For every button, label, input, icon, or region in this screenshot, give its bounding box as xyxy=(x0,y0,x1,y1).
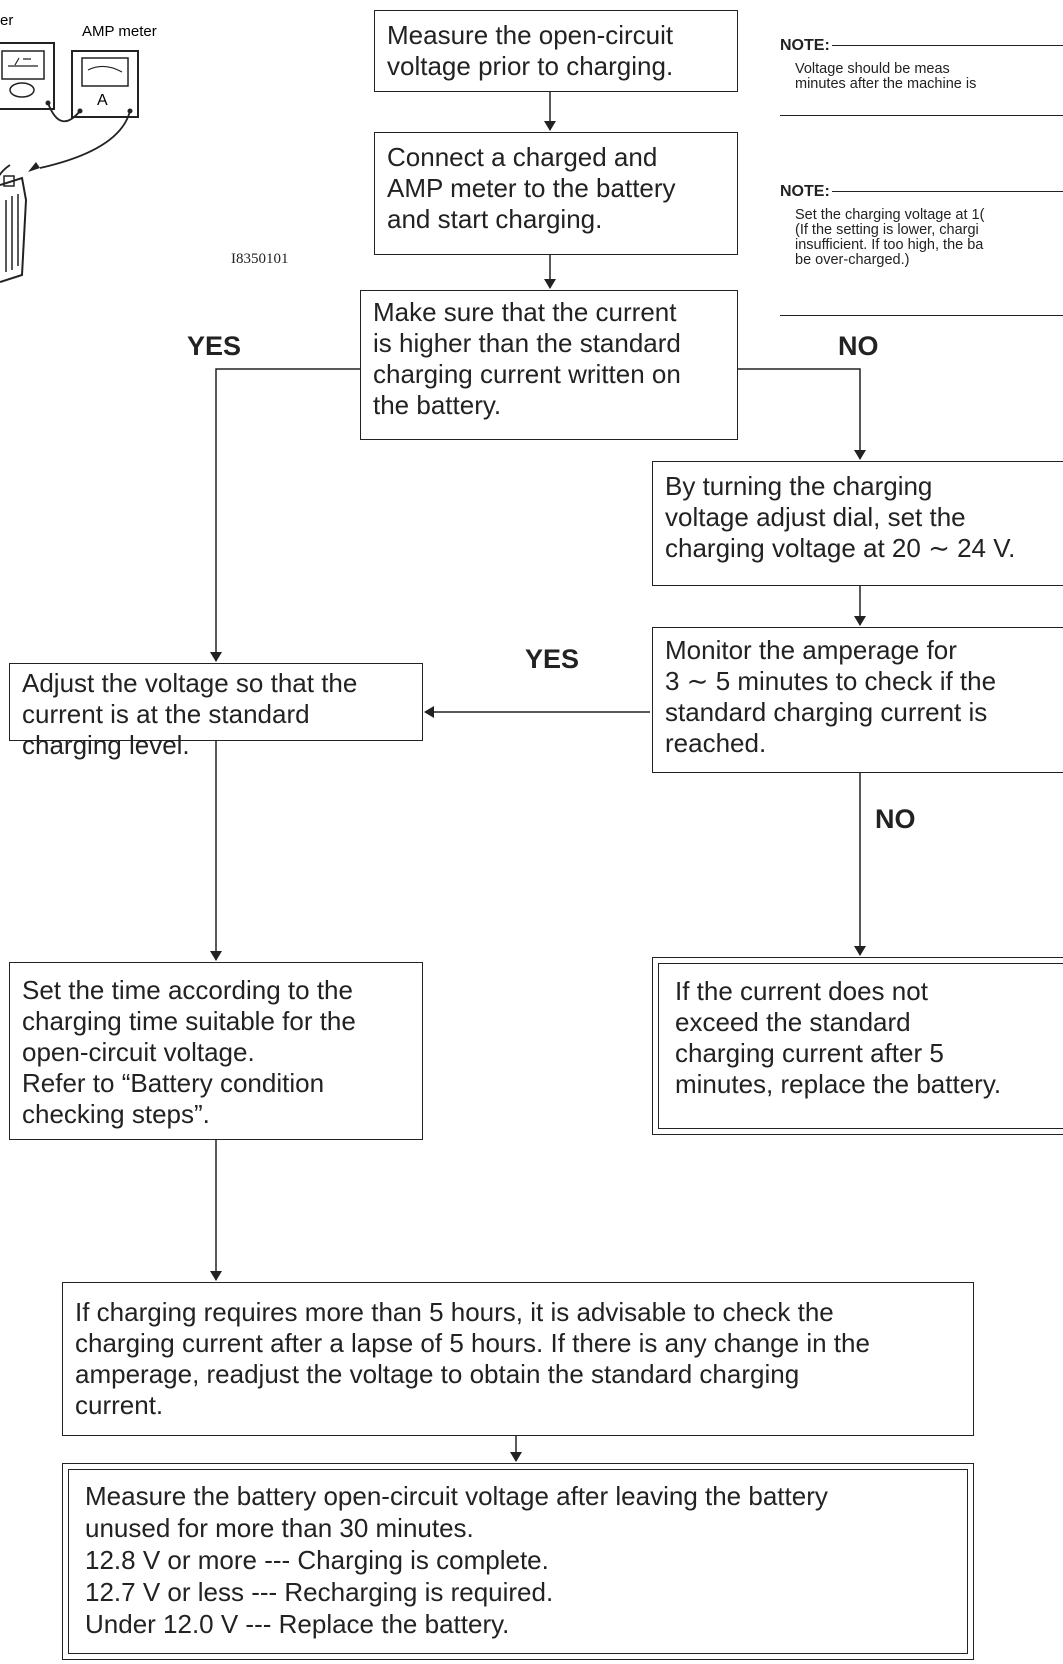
arrow xyxy=(210,368,360,662)
step-measure-ocv: Measure the open-circuit voltage prior t… xyxy=(374,10,738,92)
note-line: Voltage should be meas xyxy=(795,61,950,77)
step-set-time: Set the time according to the charging t… xyxy=(9,962,423,1140)
step-monitor-amperage: Monitor the amperage for 3 ∼ 5 minutes t… xyxy=(652,627,1063,773)
step-turn-dial: By turning the charging voltage adjust d… xyxy=(652,461,1063,586)
note-heading: NOTE: xyxy=(780,38,1063,54)
note-line: minutes after the machine is xyxy=(795,76,977,92)
volt-meter-label: er xyxy=(0,12,13,29)
note-line: (If the setting is lower, chargi xyxy=(795,222,979,238)
step-connect-meter: Connect a charged and AMP meter to the b… xyxy=(374,132,738,255)
step-check-current: Make sure that the current is higher tha… xyxy=(360,290,738,440)
arrow xyxy=(738,368,866,460)
step-replace-if-low: If the current does not exceed the stand… xyxy=(652,957,1063,1135)
meter-illustration: er AMP meter A xyxy=(0,12,157,283)
note-line: Set the charging voltage at 1( xyxy=(795,207,985,223)
note-line: insufficient. If too high, the ba xyxy=(795,237,984,253)
note-charging-voltage: NOTE: Set the charging voltage at 1( (If… xyxy=(780,184,1063,316)
step-long-charge-check: If charging requires more than 5 hours, … xyxy=(62,1282,974,1436)
note-line: be over-charged.) xyxy=(795,252,910,268)
decision-yes-label: YES xyxy=(525,644,580,674)
decision-no-label: NO xyxy=(875,804,916,834)
decision-yes-label: YES xyxy=(187,331,242,361)
step-adjust-voltage: Adjust the voltage so that the current i… xyxy=(9,663,423,760)
amp-meter-label: AMP meter xyxy=(82,23,157,40)
note-voltage-timing: NOTE: Voltage should be meas minutes aft… xyxy=(780,38,1063,116)
decision-no-label: NO xyxy=(838,331,879,361)
figure-code: I8350101 xyxy=(231,251,289,267)
note-heading: NOTE: xyxy=(780,184,1063,200)
amp-symbol: A xyxy=(97,92,108,109)
step-final-measure: Measure the battery open-circuit voltage… xyxy=(62,1463,974,1660)
